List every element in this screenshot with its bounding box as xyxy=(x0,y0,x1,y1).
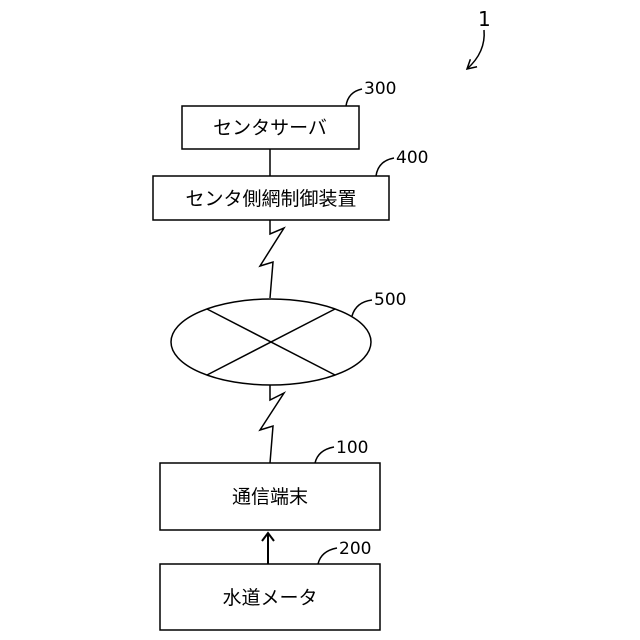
network-leader-line xyxy=(352,300,372,316)
center-server-leader-line xyxy=(346,89,362,106)
water-meter-ref: 200 xyxy=(339,539,371,559)
center-network-controller-ref: 400 xyxy=(396,148,428,168)
communication-terminal-label: 通信端末 xyxy=(232,486,308,508)
wireless-link-lower xyxy=(260,385,284,463)
figure-label: 1 xyxy=(478,7,491,31)
water-meter-leader-line xyxy=(318,548,337,564)
center-network-controller-label: センタ側網制御装置 xyxy=(185,188,356,210)
center-network-controller-leader-line xyxy=(376,158,394,176)
communication-terminal-ref: 100 xyxy=(336,438,368,458)
communication-terminal-leader-line xyxy=(315,447,334,463)
center-server-ref: 300 xyxy=(364,79,396,99)
center-server-label: センタサーバ xyxy=(213,117,327,139)
wireless-link-upper xyxy=(260,220,284,298)
water-meter-label: 水道メータ xyxy=(222,587,317,609)
network-ref: 500 xyxy=(374,290,406,310)
figure-pointer-arrow xyxy=(467,30,484,69)
